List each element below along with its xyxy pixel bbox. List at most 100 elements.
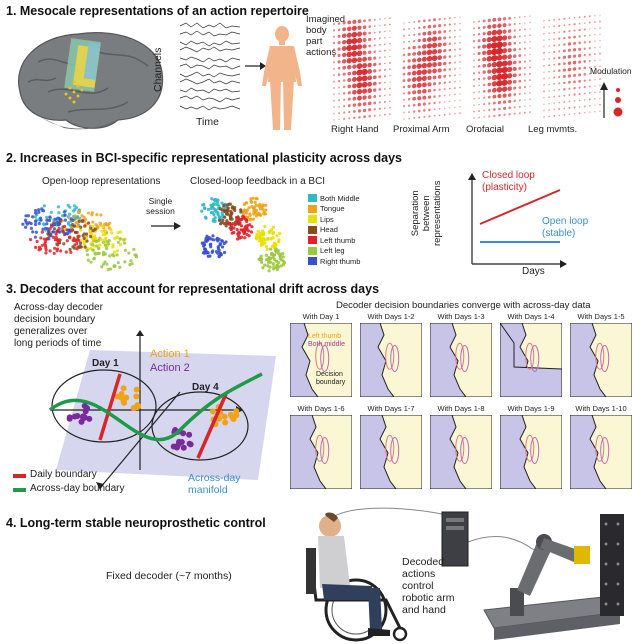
legend-label: Head [320,225,338,235]
panel-label: With Days 1-4 [507,312,555,321]
scatter-closed-4 [227,214,254,241]
legend-item: Head [308,225,360,236]
scatter-closed-5 [257,247,286,273]
panel-label: With Days 1-2 [367,312,415,321]
decoder-panel [500,415,562,489]
scatter-open-3 [46,218,97,252]
brain-illustration [18,32,164,130]
legend-swatch [308,236,317,245]
heatmap-label-3: Orofacial [466,124,505,135]
panel-label: With Days 1-6 [297,404,345,413]
day1-label: Day 1 [92,358,119,369]
modulation-label: Modulation [590,66,632,76]
legend-swatch [308,257,317,266]
arrow-right-icon [245,62,266,70]
time-label: Time [196,116,219,128]
decoder-panel [570,323,632,397]
legend-label: Both Middle [320,193,360,203]
scatter-open-6 [21,207,73,241]
y-axis-label: Separation between representations [410,180,443,246]
daily-boundary-label: Daily boundary [30,469,97,480]
legend-label: Left leg [320,246,345,256]
heatmap-3 [472,15,531,119]
action2-label: Action 2 [150,362,190,374]
scatter-closed-1 [241,196,268,222]
separation-chart [468,173,567,268]
single-session-label: Single session [146,196,175,216]
action1-label: Action 1 [150,348,190,360]
decision-boundary-label: Decision boundary [316,371,346,386]
decoder-panel [290,323,352,397]
fixed-decoder-label: Fixed decoder (~7 months) [106,570,232,582]
heatmap-1 [332,17,391,121]
heatmap-group [332,14,601,121]
across-day-caption: Across-day decoder decision boundary gen… [14,302,103,349]
both-middle-label: Both middle [308,341,345,348]
legend-swatch [308,215,317,224]
heatmap-label-1: Right Hand [331,124,379,135]
section3-title: 3. Decoders that account for representat… [6,282,380,296]
decoder-panel [360,415,422,489]
panel-label: With Days 1-3 [437,312,485,321]
heatmap-4 [543,14,601,118]
panel-label: With Days 1-8 [437,404,485,413]
panel-label: With Days 1-5 [577,312,625,321]
legend-swatch [308,246,317,255]
decoder-panel [430,323,492,397]
section1-title: 1. Mesocale representations of an action… [6,4,309,18]
heatmap-label-2: Proximal Arm [393,124,450,135]
heatmap-label-4: Leg mvmts. [528,124,578,135]
channels-label: Channels [152,47,164,92]
imagined-actions-label: Imagined body part actions [306,14,346,58]
legend-item: Both Middle [308,193,360,204]
human-body-figure [262,26,302,130]
panel-label: With Day 1 [302,312,340,321]
legend-item: Left thumb [308,235,360,246]
heatmap-2 [402,16,461,120]
left-thumb-label: Left thumb [308,333,342,340]
across-day-boundary-label: Across-day boundary [30,483,125,494]
closed-loop-line [479,189,561,225]
open-loop-repr-label: Open-loop representations [42,176,161,187]
panel-label: With Days 1-9 [507,404,555,413]
closed-loop-feedback-label: Closed-loop feedback in a BCI [190,176,326,187]
decoded-actions-label: Decoded actions control robotic arm and … [402,556,455,616]
closed-loop-scatter [200,196,286,273]
manifold-diagram [48,330,276,490]
boundary-legend-swatches [13,474,26,492]
modulation-scale [600,82,623,118]
closed-loop-text: Closed loop (plasticity) [482,170,535,193]
legend-label: Tongue [320,204,345,214]
panel-title: Decoder decision boundaries converge wit… [336,300,591,311]
x-axis-label: Days [522,266,545,277]
legend-label: Right thumb [320,256,361,266]
scatter-open-4 [28,224,81,256]
scatter-open-2 [76,224,127,254]
decoder-panel [570,415,632,489]
open-loop-scatter [21,203,139,272]
legend-label: Left thumb [320,235,356,245]
legend-item: Lips [308,214,360,225]
section2-title: 2. Increases in BCI-specific representat… [6,151,403,165]
legend-swatch [308,204,317,213]
robotic-setup-illustration [306,507,624,642]
legend-item: Tongue [308,204,360,215]
arrow-right-icon [151,222,181,230]
scatter-open-5 [85,237,139,272]
decoder-panel [290,415,352,489]
legend-item: Left leg [308,246,360,257]
open-loop-text: Open loop (stable) [542,216,589,239]
decoder-panel [360,323,422,397]
panel-label: With Days 1-7 [367,404,415,413]
manifold-label: Across-day manifold [188,472,241,496]
legend-swatch [308,194,317,203]
legend-label: Lips [320,214,334,224]
scatter-closed-0 [200,197,228,223]
neural-traces [179,22,241,111]
scatter-closed-2 [254,224,282,252]
decoder-panel [500,323,562,397]
legend-item: Right thumb [308,256,360,267]
panel-label: With Days 1-10 [575,404,627,413]
